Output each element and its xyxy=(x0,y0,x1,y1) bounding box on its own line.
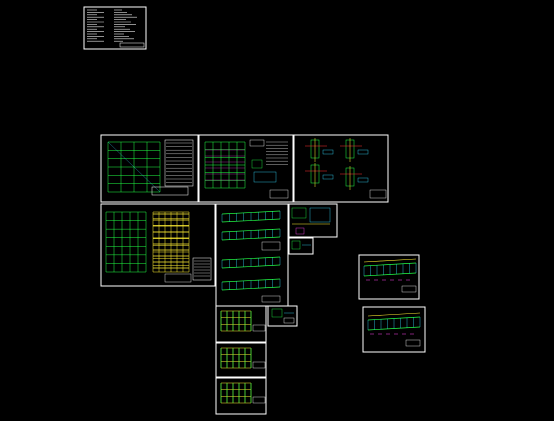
cad-rect xyxy=(291,207,307,219)
sheet-notes[interactable] xyxy=(83,6,147,50)
cad-rect xyxy=(401,285,417,293)
sheet-elevations-1[interactable] xyxy=(215,203,289,307)
cad-rect xyxy=(295,227,305,235)
sheet-small-detail[interactable] xyxy=(288,237,314,255)
cad-rect xyxy=(261,295,281,303)
cad-rect xyxy=(322,174,334,180)
sheet-plan-2[interactable] xyxy=(198,134,294,203)
sheet-section-2[interactable] xyxy=(215,342,267,378)
cad-rect xyxy=(192,257,212,281)
sheet-elevation-right-1[interactable] xyxy=(358,254,420,300)
cad-rect xyxy=(164,273,192,283)
sheet-details-1[interactable] xyxy=(293,134,389,203)
cad-rect xyxy=(405,339,421,347)
cad-rect xyxy=(164,139,194,187)
cad-rect xyxy=(252,361,266,369)
cad-rect xyxy=(357,177,369,183)
sheet-plan-1[interactable] xyxy=(100,134,199,203)
cad-line xyxy=(367,312,421,317)
cad-rect xyxy=(252,396,266,404)
cad-rect xyxy=(249,139,265,147)
cad-rect xyxy=(251,159,263,169)
cad-rect xyxy=(252,324,266,332)
cad-rect xyxy=(309,207,331,223)
sheet-section-small[interactable] xyxy=(267,305,298,327)
cad-rect xyxy=(269,189,289,199)
sheet-plan-3[interactable] xyxy=(100,203,216,287)
cad-rect xyxy=(291,240,301,250)
sheet-section-1[interactable] xyxy=(215,305,267,343)
cad-line xyxy=(363,258,417,263)
cad-rect xyxy=(271,308,283,318)
cad-rect xyxy=(253,171,277,183)
sheet-section-3[interactable] xyxy=(215,377,267,415)
cad-rect xyxy=(369,189,387,199)
cad-rect xyxy=(357,149,369,155)
cad-line xyxy=(107,141,161,193)
cad-rect xyxy=(322,149,334,155)
cad-rect xyxy=(151,186,189,196)
sheet-details-2[interactable] xyxy=(288,203,338,238)
cad-rect xyxy=(261,241,281,251)
sheet-elevation-right-2[interactable] xyxy=(362,306,426,353)
cad-rect xyxy=(283,317,295,324)
